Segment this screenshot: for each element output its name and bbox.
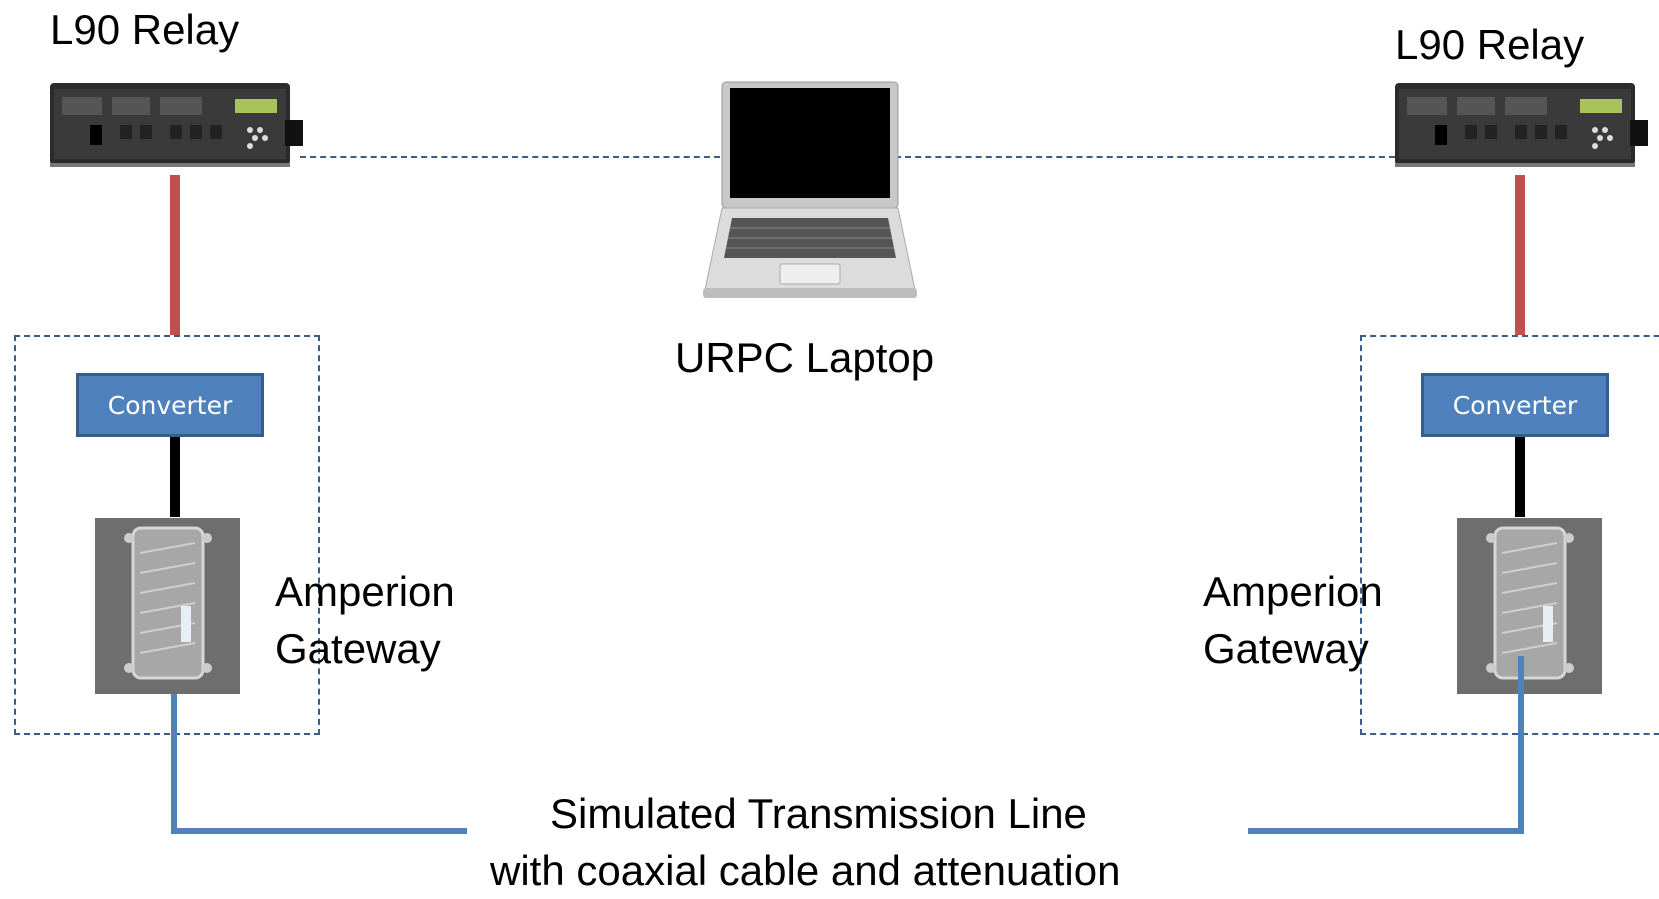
- right-relay-laptop-link: [895, 156, 1395, 158]
- right-gateway-label-line2: Gateway: [1203, 625, 1369, 672]
- laptop-label: URPC Laptop: [675, 334, 935, 381]
- right-gateway-device: [1457, 518, 1602, 694]
- left-relay-label: L90 Relay: [50, 6, 240, 53]
- left-gateway-group-box: [14, 335, 320, 735]
- left-gateway-label-line2: Gateway: [275, 625, 441, 672]
- left-converter-gateway-link: [170, 437, 180, 517]
- left-converter-box: Converter: [76, 373, 264, 437]
- right-gateway-group-box: [1360, 335, 1659, 735]
- left-relay-device: [50, 83, 303, 167]
- right-relay-converter-link: [1515, 175, 1525, 335]
- right-converter-gateway-link: [1515, 437, 1525, 517]
- right-gateway-label-line1: Amperion: [1203, 568, 1383, 615]
- left-gateway-label-line1: Amperion: [275, 568, 455, 615]
- left-relay-laptop-link: [300, 156, 720, 158]
- left-relay-converter-link: [170, 175, 180, 335]
- right-relay-label: L90 Relay: [1395, 21, 1585, 68]
- right-relay-device: [1395, 83, 1648, 167]
- line-label-2: with coaxial cable and attenuation: [490, 847, 1121, 894]
- left-gateway-device: [95, 518, 240, 694]
- line-label-1: Simulated Transmission Line: [550, 790, 1087, 837]
- right-converter-box: Converter: [1421, 373, 1609, 437]
- laptop-icon: [703, 81, 917, 298]
